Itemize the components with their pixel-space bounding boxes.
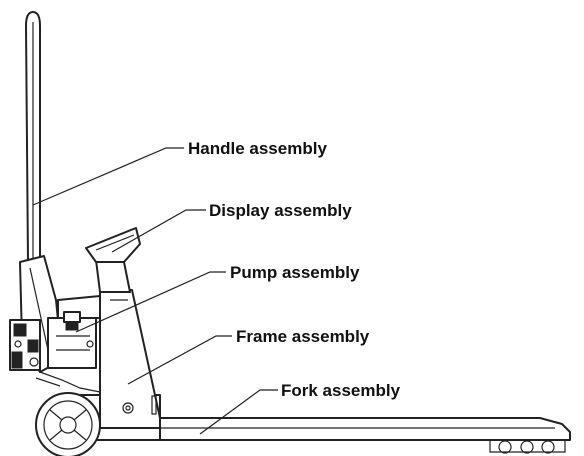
frame-leader-line <box>127 335 232 385</box>
pump-assembly-drawing <box>9 295 101 393</box>
handle-assembly-label: Handle assembly <box>188 139 327 158</box>
display-assembly-drawing <box>85 227 141 263</box>
pump-assembly-label: Pump assembly <box>230 263 360 282</box>
fork-assembly-drawing <box>99 417 571 454</box>
display-assembly-label: Display assembly <box>209 201 352 220</box>
fork-assembly-label: Fork assembly <box>281 381 401 400</box>
steering-wheel-drawing <box>35 392 101 456</box>
handle-leader-line <box>32 147 184 206</box>
pump-leader-line <box>75 271 226 333</box>
frame-assembly-label: Frame assembly <box>236 327 370 346</box>
fork-leader-line <box>199 389 278 435</box>
display-leader-line <box>111 209 206 253</box>
